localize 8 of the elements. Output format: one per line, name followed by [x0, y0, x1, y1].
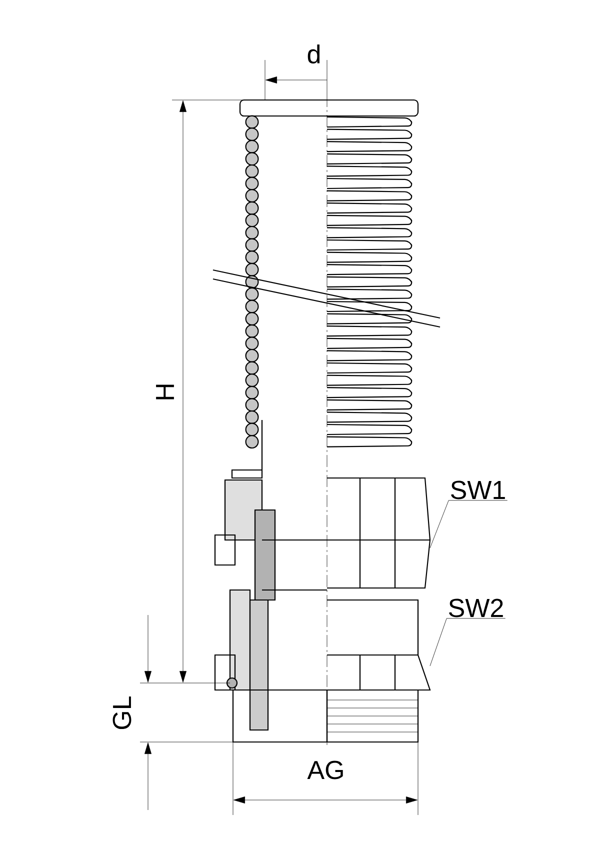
dimension-label: d [308, 44, 320, 64]
dimension-label: H [156, 384, 174, 400]
part-label: SW2 [449, 598, 503, 618]
dimension-label: GL [112, 696, 132, 730]
leader-line [430, 500, 508, 548]
part-label: SW1 [451, 480, 505, 500]
dimension-label: AG [307, 760, 343, 780]
leader-line [430, 618, 506, 666]
